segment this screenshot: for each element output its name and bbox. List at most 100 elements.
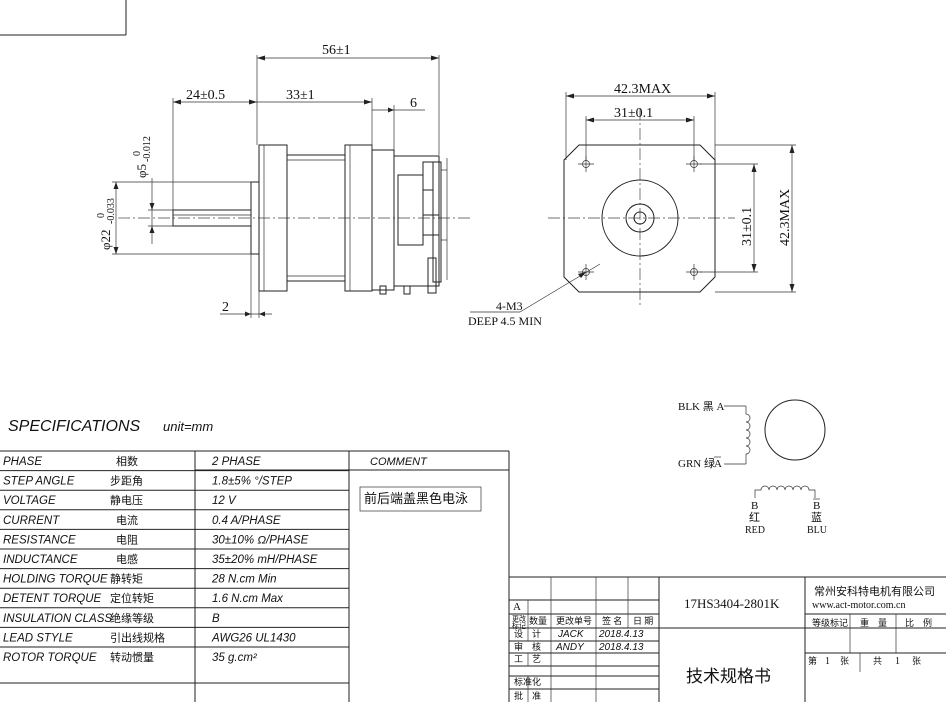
spec-value: 30±10% Ω/PHASE xyxy=(212,534,309,546)
total-label-a: 共 xyxy=(873,656,882,666)
model-number: 17HS3404-2801K xyxy=(684,596,780,611)
rev-letter: A xyxy=(513,601,521,613)
sheet-label-a: 第 xyxy=(808,655,817,666)
spec-label-en: LEAD STYLE xyxy=(3,632,73,644)
phase-a-bottom-label: GRN 绿 xyxy=(678,456,715,470)
designer-name: JACK xyxy=(557,629,585,640)
spec-value: 28 N.cm Min xyxy=(211,574,277,586)
phase-a-top-label: BLK 黑 A xyxy=(678,400,724,413)
comment-header: COMMENT xyxy=(370,456,428,468)
spec-value: 35 g.cm² xyxy=(212,652,258,664)
spec-label-en: PHASE xyxy=(3,456,42,468)
dim-total-length: 56±1 xyxy=(322,43,351,58)
spec-label-cn: 电阻 xyxy=(116,533,138,546)
total-number: 1 xyxy=(895,656,900,667)
spec-label-cn: 相数 xyxy=(116,455,138,468)
sheet-number: 1 xyxy=(825,656,830,667)
spec-value: 1.6 N.cm Max xyxy=(212,593,284,605)
dim-hole-spacing-vertical: 31±0.1 xyxy=(740,207,755,246)
dim-flange: 2 xyxy=(222,300,229,315)
spec-label-en: CURRENT xyxy=(3,515,60,527)
row-approve: 批 准 xyxy=(514,690,541,701)
spec-label-cn: 转动惯量 xyxy=(110,650,154,664)
comment-box xyxy=(359,486,482,512)
dim-shaft-length: 24±0.5 xyxy=(186,88,225,103)
end-view-dimensions: 42.3MAX 31±0.1 31±0.1 42.3MAX 4-M3 DEEP … xyxy=(468,82,796,328)
spec-label-cn: 引出线规格 xyxy=(110,630,165,644)
row-standard: 标准化 xyxy=(514,676,541,687)
spec-value: 12 V xyxy=(212,495,237,507)
phase-b-left-letter: B xyxy=(751,500,758,512)
row-review: 审 核 xyxy=(514,641,541,652)
spec-label-en: HOLDING TORQUE xyxy=(3,574,108,586)
spec-value: AWG26 UL1430 xyxy=(211,632,296,644)
spec-label-en: STEP ANGLE xyxy=(3,476,75,488)
dim-boss-tol-lower: -0.033 xyxy=(106,198,117,224)
spec-label-cn: 电感 xyxy=(116,553,138,566)
phase-b-right-cn: 蓝 xyxy=(811,511,822,524)
dim-height-max: 42.3MAX xyxy=(778,189,793,246)
grade-label: 等级标记 xyxy=(812,617,848,628)
spec-label-cn: 电流 xyxy=(116,513,138,527)
motor-end-view xyxy=(548,108,735,305)
spec-label-en: RESISTANCE xyxy=(3,534,76,546)
company-website: www.act-motor.com.cn xyxy=(812,600,906,611)
sheet-label-b: 张 xyxy=(840,656,849,666)
spec-value: 0.4 A/PHASE xyxy=(212,515,281,527)
col-date: 日 期 xyxy=(633,616,653,626)
phase-b-left-en: RED xyxy=(745,525,765,536)
review-date: 2018.4.13 xyxy=(598,642,644,653)
side-view-dimensions: 56±1 24±0.5 33±1 6 2 φ5 0 -0.012 xyxy=(96,43,440,318)
weight-label: 重 量 xyxy=(860,617,887,628)
phase-b-right-letter: B xyxy=(813,500,820,512)
row-process: 工 艺 xyxy=(514,654,541,664)
spec-label-cn: 步距角 xyxy=(110,475,143,488)
spec-label-cn: 定位转矩 xyxy=(110,591,154,605)
spec-label-en: INSULATION CLASS xyxy=(3,613,112,625)
phase-b-right-en: BLU xyxy=(807,525,828,536)
spec-label-cn: 绝缘等级 xyxy=(110,611,154,625)
row-design: 设 计 xyxy=(514,628,541,639)
dim-shaft-tol-lower: -0.012 xyxy=(142,136,153,162)
spec-value: 35±20% mH/PHASE xyxy=(212,554,318,566)
spec-value: 1.8±5% °/STEP xyxy=(212,476,292,488)
spec-label-en: DETENT TORQUE xyxy=(3,593,102,605)
total-label-b: 张 xyxy=(912,656,921,666)
dim-width-max: 42.3MAX xyxy=(614,82,671,97)
col-sign: 签 名 xyxy=(602,615,622,626)
dim-shaft-dia: φ5 xyxy=(134,164,149,178)
spec-label-en: VOLTAGE xyxy=(3,495,56,507)
col-mark: 更改标记 xyxy=(512,614,526,630)
spec-heading: SPECIFICATIONS xyxy=(8,418,140,435)
corner-box xyxy=(0,0,127,36)
dim-hole-spacing: 31±0.1 xyxy=(614,106,653,121)
spec-value: 2 PHASE xyxy=(211,456,261,468)
spec-label-en: ROTOR TORQUE xyxy=(3,652,97,664)
phase-a-bottom-letter: A xyxy=(714,458,722,470)
spec-label-en: INDUCTANCE xyxy=(3,554,78,566)
design-date: 2018.4.13 xyxy=(598,629,644,640)
hole-depth: DEEP 4.5 MIN xyxy=(468,314,542,328)
spec-section: SPECIFICATIONS unit=mm COMMENT 前后端盖黑色电泳 … xyxy=(0,418,510,702)
wiring-diagram: BLK 黑 A GRN 绿 A B 红 RED B 蓝 BLU xyxy=(678,399,828,536)
spec-value: B xyxy=(212,613,220,625)
title-block: A 更改标记 数量 更改单号 签 名 日 期 设 计 JACK 2018.4.1… xyxy=(509,576,946,702)
col-docno: 更改单号 xyxy=(556,615,592,626)
spec-unit: unit=mm xyxy=(163,419,213,434)
spec-label-cn: 静转矩 xyxy=(110,572,143,586)
dim-boss-tol-upper: 0 xyxy=(96,213,107,218)
spec-label-cn: 静电压 xyxy=(110,493,143,507)
col-qty: 数量 xyxy=(529,615,547,626)
dim-boss-dia: φ22 xyxy=(98,229,113,250)
hole-callout: 4-M3 xyxy=(496,299,523,313)
dim-rear: 6 xyxy=(410,96,417,111)
phase-b-left-cn: 红 xyxy=(749,511,760,524)
spec-rows: PHASE 相数 2 PHASE STEP ANGLE 步距角 1.8±5% °/STEP… xyxy=(0,455,349,664)
comment-text: 前后端盖黑色电泳 xyxy=(364,491,468,506)
reviewer-name: ANDY xyxy=(555,642,585,653)
dim-body-length: 33±1 xyxy=(286,88,315,103)
scale-label: 比 例 xyxy=(905,617,932,628)
dim-shaft-tol-upper: 0 xyxy=(132,151,143,156)
company-name: 常州安科特电机有限公司 xyxy=(814,584,935,598)
